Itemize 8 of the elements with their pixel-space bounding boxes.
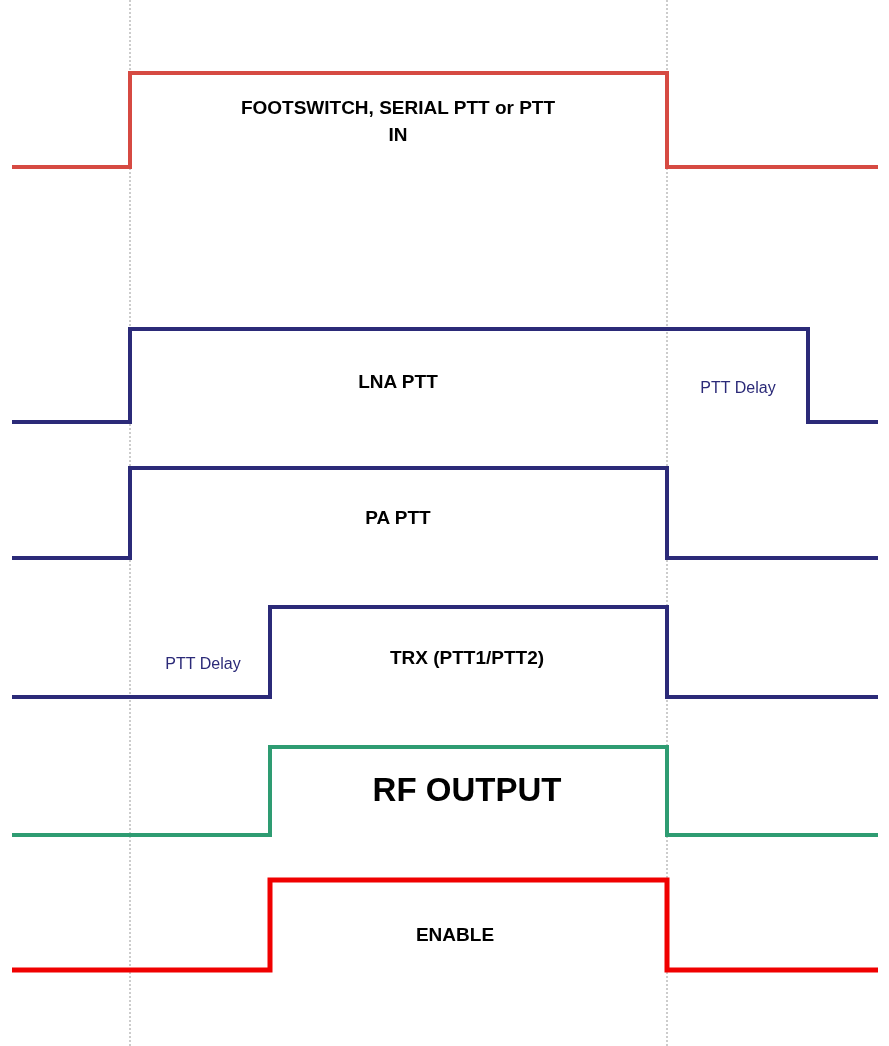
signal-label: FOOTSWITCH, SERIAL PTT or PTT IN (239, 96, 557, 147)
signal-label: LNA PTT (358, 369, 438, 394)
signal-label: ENABLE (415, 922, 495, 947)
signal-label: PA PTT (365, 505, 431, 530)
signal-label: TRX (PTT1/PTT2) (389, 645, 545, 670)
timing-note: PTT Delay (700, 377, 776, 398)
timing-note: PTT Delay (165, 653, 241, 674)
signal-label: RF OUTPUT (372, 769, 562, 810)
